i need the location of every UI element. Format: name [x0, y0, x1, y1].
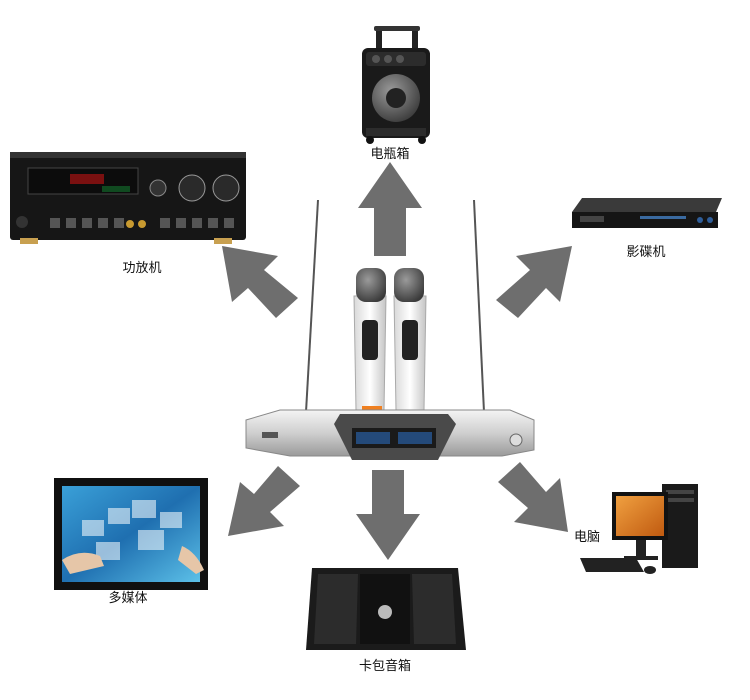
- label-amplifier: 功放机: [122, 257, 161, 276]
- label-computer: 电脑: [574, 526, 600, 545]
- trolley-speaker-image: [362, 26, 430, 144]
- arrow-down: [356, 470, 420, 560]
- amplifier-image: [10, 152, 246, 244]
- arrow-lower-right: [498, 462, 568, 532]
- arrow-upper-right: [496, 246, 572, 318]
- label-trolley-speaker: 电瓶箱: [370, 143, 409, 162]
- dvd-player-image: [572, 198, 722, 228]
- arrow-lower-left: [228, 466, 300, 536]
- arrow-up: [358, 162, 422, 256]
- label-touch-screen: 多媒体: [108, 587, 147, 606]
- label-dvd-player: 影碟机: [626, 241, 665, 260]
- ktv-speaker-image: [306, 568, 466, 650]
- touch-screen-image: [54, 478, 208, 590]
- label-ktv-speaker: 卡包音箱: [359, 655, 411, 674]
- arrow-upper-left: [222, 246, 298, 318]
